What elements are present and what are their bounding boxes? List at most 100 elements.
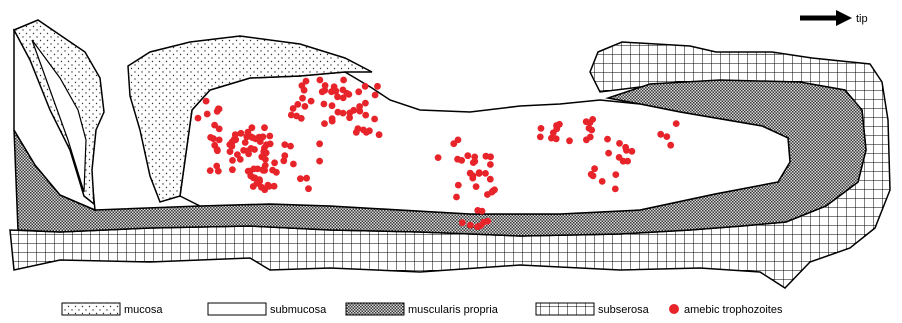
trophozoite-dot xyxy=(261,186,268,193)
trophozoite-dot xyxy=(435,154,442,161)
trophozoite-dot xyxy=(612,186,619,193)
trophozoite-dot xyxy=(453,194,460,201)
trophozoite-dot xyxy=(266,133,273,140)
trophozoite-dot xyxy=(612,171,619,178)
trophozoite-dot xyxy=(322,82,329,89)
trophozoite-dot xyxy=(271,159,278,166)
legend-label-trophozoite: amebic trophozoites xyxy=(684,304,783,316)
legend-label-submucosa: submucosa xyxy=(270,304,327,316)
trophozoite-dot xyxy=(260,148,267,155)
trophozoite-dot xyxy=(238,130,245,137)
trophozoite-dot xyxy=(376,131,383,138)
trophozoite-dot xyxy=(583,118,590,125)
trophozoite-dot xyxy=(591,165,598,172)
trophozoite-dot xyxy=(308,98,315,105)
trophozoite-dot xyxy=(360,126,367,133)
trophozoite-dot xyxy=(470,159,477,166)
trophozoite-dot xyxy=(464,152,471,159)
legend-label-mucosa: mucosa xyxy=(124,304,163,316)
trophozoite-dot xyxy=(459,219,466,226)
trophozoite-dot xyxy=(214,108,221,115)
trophozoite-dot xyxy=(629,148,636,155)
trophozoite-dot xyxy=(293,113,300,120)
legend-swatch-muscularis xyxy=(346,303,404,315)
trophozoite-dot xyxy=(553,122,560,129)
trophozoite-dot xyxy=(303,175,310,182)
trophozoite-dot xyxy=(356,103,363,110)
trophozoite-dot xyxy=(334,93,341,100)
trophozoite-dot xyxy=(231,136,238,143)
trophozoite-dot xyxy=(605,150,612,157)
trophozoite-dot xyxy=(281,152,288,159)
trophozoite-dot xyxy=(195,115,202,122)
legend-swatch-trophozoite xyxy=(669,304,679,314)
trophozoite-dot xyxy=(317,77,324,84)
trophozoite-dot xyxy=(599,178,606,185)
trophozoite-dot xyxy=(374,83,381,90)
trophozoite-dot xyxy=(340,77,347,84)
trophozoite-dot xyxy=(366,127,373,134)
trophozoite-dot xyxy=(476,170,483,177)
trophozoite-dot xyxy=(604,136,611,143)
trophozoite-dot xyxy=(622,144,629,151)
trophozoite-dot xyxy=(583,136,590,143)
trophozoite-dot xyxy=(203,98,210,105)
trophozoite-dot xyxy=(273,169,280,176)
trophozoite-dot xyxy=(248,134,255,141)
trophozoite-dot xyxy=(450,140,457,147)
trophozoite-dot xyxy=(267,141,274,148)
trophozoite-dot xyxy=(215,168,222,175)
trophozoite-dot xyxy=(550,129,557,136)
trophozoite-dot xyxy=(538,125,545,132)
trophozoite-dot xyxy=(355,88,362,95)
trophozoite-dot xyxy=(362,100,369,107)
trophozoite-dot xyxy=(566,137,573,144)
trophozoite-dot xyxy=(321,101,328,108)
trophozoite-dot xyxy=(250,174,257,181)
trophozoite-dot xyxy=(329,102,336,109)
trophozoite-dot xyxy=(207,134,214,141)
trophozoite-dot xyxy=(214,146,221,153)
trophozoite-dot xyxy=(553,135,560,142)
trophozoite-dot xyxy=(302,103,309,110)
trophozoite-dot xyxy=(350,107,357,114)
legend-label-subserosa: subserosa xyxy=(598,304,650,316)
trophozoite-dot xyxy=(316,158,323,165)
direction-label: tip xyxy=(856,13,868,25)
trophozoite-dot xyxy=(343,90,350,97)
trophozoite-dot xyxy=(316,140,323,147)
trophozoite-dot xyxy=(261,124,268,131)
trophozoite-dot xyxy=(207,167,214,174)
trophozoite-dot xyxy=(487,176,494,183)
trophozoite-dot xyxy=(667,142,674,149)
direction-arrow-icon xyxy=(800,10,852,26)
trophozoite-dot xyxy=(482,170,489,177)
trophozoite-dot xyxy=(256,178,263,185)
trophozoite-dot xyxy=(537,134,544,141)
trophozoite-dot xyxy=(287,143,294,150)
trophozoite-dot xyxy=(484,218,491,225)
trophozoite-dot xyxy=(484,191,491,198)
trophozoite-dot xyxy=(321,120,328,127)
trophozoite-dot xyxy=(487,153,494,160)
trophozoite-dot xyxy=(491,186,498,193)
trophozoite-dot xyxy=(657,131,664,138)
trophozoite-dot xyxy=(474,207,481,214)
trophozoite-dot xyxy=(305,185,312,192)
legend: mucosa submucosa muscularis propria subs… xyxy=(62,303,783,316)
trophozoite-dot xyxy=(335,109,342,116)
trophozoite-dot xyxy=(297,175,304,182)
trophozoite-dot xyxy=(362,83,369,90)
trophozoite-dot xyxy=(226,141,233,148)
trophozoite-dot xyxy=(487,161,494,168)
trophozoite-dot xyxy=(663,133,670,140)
trophozoite-dot xyxy=(260,167,267,174)
trophozoite-dot xyxy=(473,183,480,190)
trophozoite-dot xyxy=(467,222,474,229)
trophozoite-dot xyxy=(455,182,462,189)
trophozoite-dot xyxy=(590,172,597,179)
trophozoite-dot xyxy=(372,92,379,99)
trophozoite-dot xyxy=(477,222,484,229)
trophozoite-dot xyxy=(245,147,252,154)
